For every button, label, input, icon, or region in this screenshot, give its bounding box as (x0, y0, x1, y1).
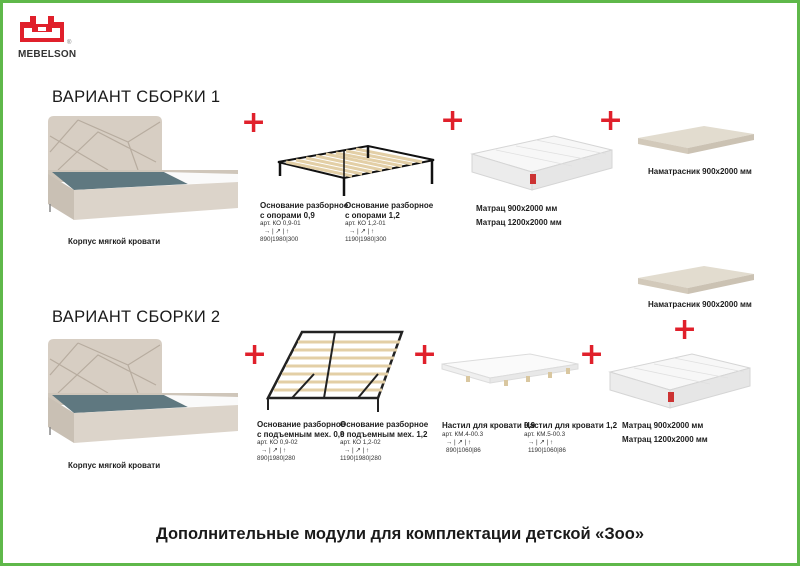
frame-left (0, 0, 3, 566)
lifting-base-image (265, 330, 404, 412)
deck-1-2-name: Настил для кровати 1,2 (524, 421, 618, 430)
registered-mark: ® (67, 40, 72, 46)
base-0-9-dims: 890|1980|300 (260, 236, 299, 243)
lift-base-1-2-name: Основание разборное с подъемным мех. 1,2 (340, 420, 429, 439)
base-1-2-art: арт. КО 1,2-01 (345, 220, 386, 227)
plus-icon: + (598, 103, 624, 138)
lift-base-0-9-name: Основание разборное с подъемным мех. 0,9 (257, 420, 346, 439)
deck-0-9-dims: 890|1060|86 (446, 447, 481, 454)
frame-top (0, 0, 800, 3)
base-1-2-icons: → | ↗ | ↑ (349, 228, 374, 235)
topper-caption: Наматрасник 900х2000 мм (648, 300, 752, 309)
mattress-line1: Матрац 900х2000 мм (476, 204, 558, 213)
plus-icon: + (579, 337, 605, 372)
bed-caption: Корпус мягкой кровати (68, 461, 161, 470)
deck-1-2-dims: 1190|1060|86 (528, 447, 566, 454)
base-0-9-name: Основание разборное с опорами 0,9 (260, 201, 349, 220)
slatted-base-image (277, 144, 435, 196)
deck-0-9-art: арт. КМ.4-00.3 (442, 431, 484, 438)
frame-right (797, 0, 800, 566)
base-0-9-icons: → | ↗ | ↑ (264, 228, 289, 235)
bed-body-image (48, 339, 238, 443)
lift-base-0-9-icons: → | ↗ | ↑ (261, 447, 286, 454)
frame-bottom (0, 563, 800, 566)
mattress-image (608, 353, 751, 409)
mattress-image (470, 135, 613, 191)
crown-logo-icon (20, 16, 64, 42)
variant1-title: ВАРИАНТ СБОРКИ 1 (52, 88, 221, 106)
bed-deck-image (441, 353, 579, 386)
mattress-line2: Матрац 1200х2000 мм (476, 218, 562, 227)
lift-base-1-2-icons: → | ↗ | ↑ (344, 447, 369, 454)
topper-image (638, 126, 754, 154)
footer-caption: Дополнительные модули для комплектации д… (155, 525, 645, 543)
base-1-2-dims: 1190|1980|300 (345, 236, 387, 243)
topper-caption: Наматрасник 900х2000 мм (648, 167, 752, 176)
lift-base-0-9-dims: 890|1980|280 (257, 455, 296, 462)
mattress-line2: Матрац 1200х2000 мм (622, 435, 708, 444)
bed-body-image (48, 116, 238, 220)
plus-icon: + (672, 312, 698, 347)
base-1-2-name: Основание разборное с опорами 1,2 (345, 201, 434, 220)
variant2-title: ВАРИАНТ СБОРКИ 2 (52, 308, 221, 326)
brand-name: MEBELSON (18, 49, 77, 60)
topper-image (638, 266, 754, 294)
mattress-line1: Матрац 900х2000 мм (622, 421, 704, 430)
lift-base-0-9-art: арт. КО 0,9-02 (257, 439, 298, 446)
deck-1-2-art: арт. КМ.5-00.3 (524, 431, 566, 438)
plus-icon: + (440, 103, 466, 138)
lift-base-1-2-art: арт. КО 1,2-02 (340, 439, 381, 446)
lift-base-1-2-dims: 1190|1980|280 (340, 455, 382, 462)
bed-caption: Корпус мягкой кровати (68, 237, 161, 246)
plus-icon: + (412, 337, 438, 372)
deck-0-9-icons: → | ↗ | ↑ (446, 439, 471, 446)
plus-icon: + (241, 105, 267, 140)
deck-1-2-icons: → | ↗ | ↑ (528, 439, 553, 446)
deck-0-9-name: Настил для кровати 0,9 (442, 421, 536, 430)
plus-icon: + (242, 337, 268, 372)
base-0-9-art: арт. КО 0,9-01 (260, 220, 301, 227)
